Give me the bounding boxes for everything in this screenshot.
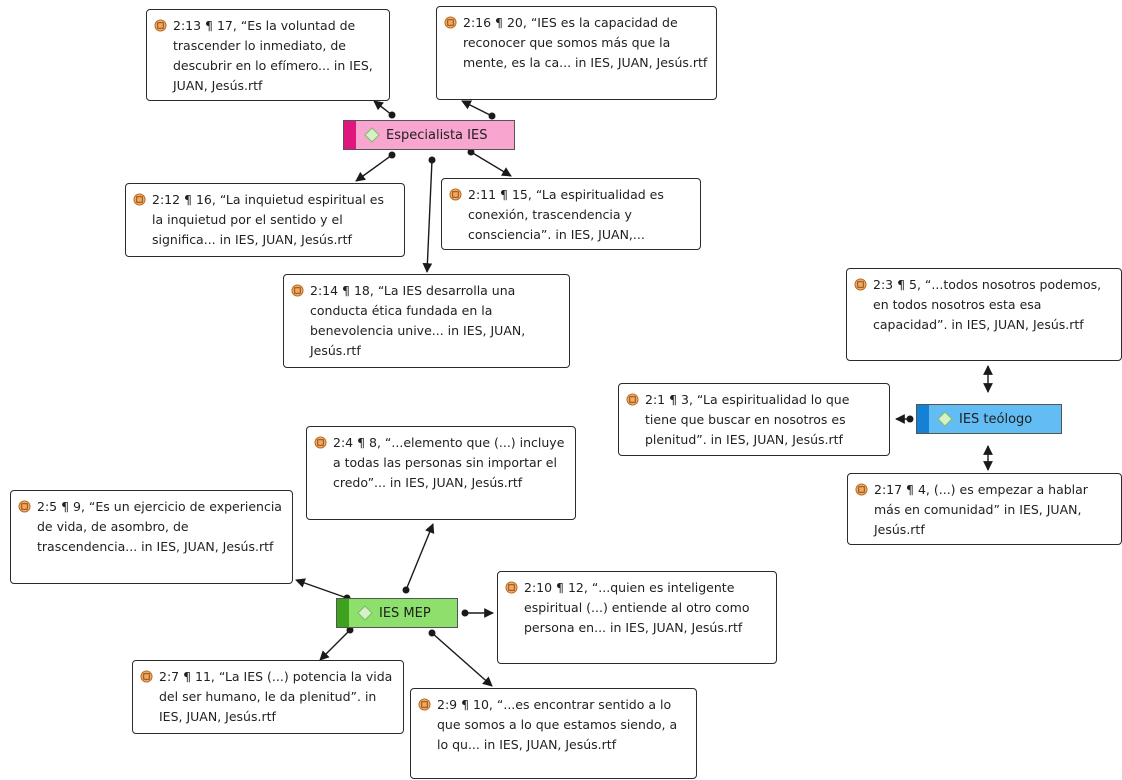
code-node-especialista-ies[interactable]: Especialista IES — [343, 120, 515, 150]
quotation-text: 2:7 ¶ 11, “La IES (...) potencia la vida… — [159, 669, 393, 724]
quotation-icon — [133, 193, 146, 206]
quotation-node-2-13[interactable]: 2:13 ¶ 17, “Es la voluntad de trascender… — [146, 9, 390, 101]
quotation-text: 2:17 ¶ 4, (...) es empezar a hablar más … — [874, 482, 1088, 537]
quotation-node-2-12[interactable]: 2:12 ¶ 16, “La inquietud espiritual es l… — [125, 183, 405, 257]
quotation-icon — [449, 188, 462, 201]
quotation-text: 2:9 ¶ 10, “...es encontrar sentido a lo … — [437, 697, 678, 752]
code-node-ies-mep[interactable]: IES MEP — [336, 598, 458, 628]
code-color-bar — [344, 121, 356, 149]
quotation-icon — [418, 698, 431, 711]
quotation-text: 2:3 ¶ 5, “...todos nosotros podemos, en … — [873, 277, 1102, 332]
quotation-icon — [314, 436, 327, 449]
code-diamond-icon — [937, 411, 953, 427]
quotation-text: 2:12 ¶ 16, “La inquietud espiritual es l… — [152, 192, 385, 247]
link-origin-dot — [488, 112, 496, 120]
quotation-node-2-4[interactable]: 2:4 ¶ 8, “...elemento que (...) incluye … — [306, 426, 576, 520]
link — [355, 154, 393, 182]
link — [295, 578, 348, 599]
code-label: IES teólogo — [959, 411, 1033, 427]
quotation-icon — [291, 284, 304, 297]
code-label: Especialista IES — [386, 127, 488, 143]
quotation-icon — [444, 16, 457, 29]
quotation-node-2-16[interactable]: 2:16 ¶ 20, “IES es la capacidad de recon… — [436, 6, 717, 100]
quotation-node-2-5[interactable]: 2:5 ¶ 9, “Es un ejercicio de experiencia… — [10, 490, 293, 584]
link-origin-dot — [461, 609, 469, 617]
link — [470, 151, 512, 177]
quotation-node-2-10[interactable]: 2:10 ¶ 12, “...quien es inteligente espi… — [497, 571, 777, 664]
quotation-text: 2:11 ¶ 15, “La espiritualidad es conexió… — [468, 187, 664, 242]
quotation-node-2-3[interactable]: 2:3 ¶ 5, “...todos nosotros podemos, en … — [846, 268, 1122, 361]
quotation-text: 2:14 ¶ 18, “La IES desarrolla una conduc… — [310, 283, 526, 358]
quotation-node-2-14[interactable]: 2:14 ¶ 18, “La IES desarrolla una conduc… — [283, 274, 570, 368]
quotation-node-2-1[interactable]: 2:1 ¶ 3, “La espiritualidad lo que tiene… — [618, 383, 890, 456]
quotation-node-2-17[interactable]: 2:17 ¶ 4, (...) es empezar a hablar más … — [847, 473, 1122, 545]
quotation-node-2-7[interactable]: 2:7 ¶ 11, “La IES (...) potencia la vida… — [132, 660, 404, 734]
quotation-node-2-11[interactable]: 2:11 ¶ 15, “La espiritualidad es conexió… — [441, 178, 701, 250]
quotation-icon — [154, 19, 167, 32]
quotation-icon — [855, 483, 868, 496]
link — [431, 632, 493, 687]
code-color-bar — [337, 599, 349, 627]
link-origin-dot — [428, 156, 436, 164]
link — [422, 159, 433, 273]
link-origin-dot — [402, 586, 410, 594]
quotation-node-2-9[interactable]: 2:9 ¶ 10, “...es encontrar sentido a lo … — [410, 688, 697, 779]
link-origin-dot — [906, 415, 914, 423]
link — [461, 100, 493, 117]
quotation-text: 2:13 ¶ 17, “Es la voluntad de trascender… — [173, 18, 373, 93]
code-label: IES MEP — [379, 605, 431, 621]
link-origin-dot — [388, 111, 396, 119]
quotation-text: 2:1 ¶ 3, “La espiritualidad lo que tiene… — [645, 392, 850, 447]
link — [405, 523, 435, 591]
quotation-text: 2:10 ¶ 12, “...quien es inteligente espi… — [524, 580, 750, 635]
link-origin-dot — [388, 151, 396, 159]
quotation-icon — [505, 581, 518, 594]
link — [319, 629, 351, 661]
quotation-icon — [854, 278, 867, 291]
quotation-text: 2:5 ¶ 9, “Es un ejercicio de experiencia… — [37, 499, 282, 554]
code-diamond-icon — [357, 605, 373, 621]
quotation-text: 2:16 ¶ 20, “IES es la capacidad de recon… — [463, 15, 708, 70]
code-color-bar — [917, 405, 929, 433]
link — [373, 100, 393, 116]
link-origin-dot — [428, 629, 436, 637]
quotation-icon — [626, 393, 639, 406]
quotation-icon — [18, 500, 31, 513]
quotation-icon — [140, 670, 153, 683]
code-diamond-icon — [364, 127, 380, 143]
quotation-text: 2:4 ¶ 8, “...elemento que (...) incluye … — [333, 435, 565, 490]
code-node-ies-teologo[interactable]: IES teólogo — [916, 404, 1062, 434]
